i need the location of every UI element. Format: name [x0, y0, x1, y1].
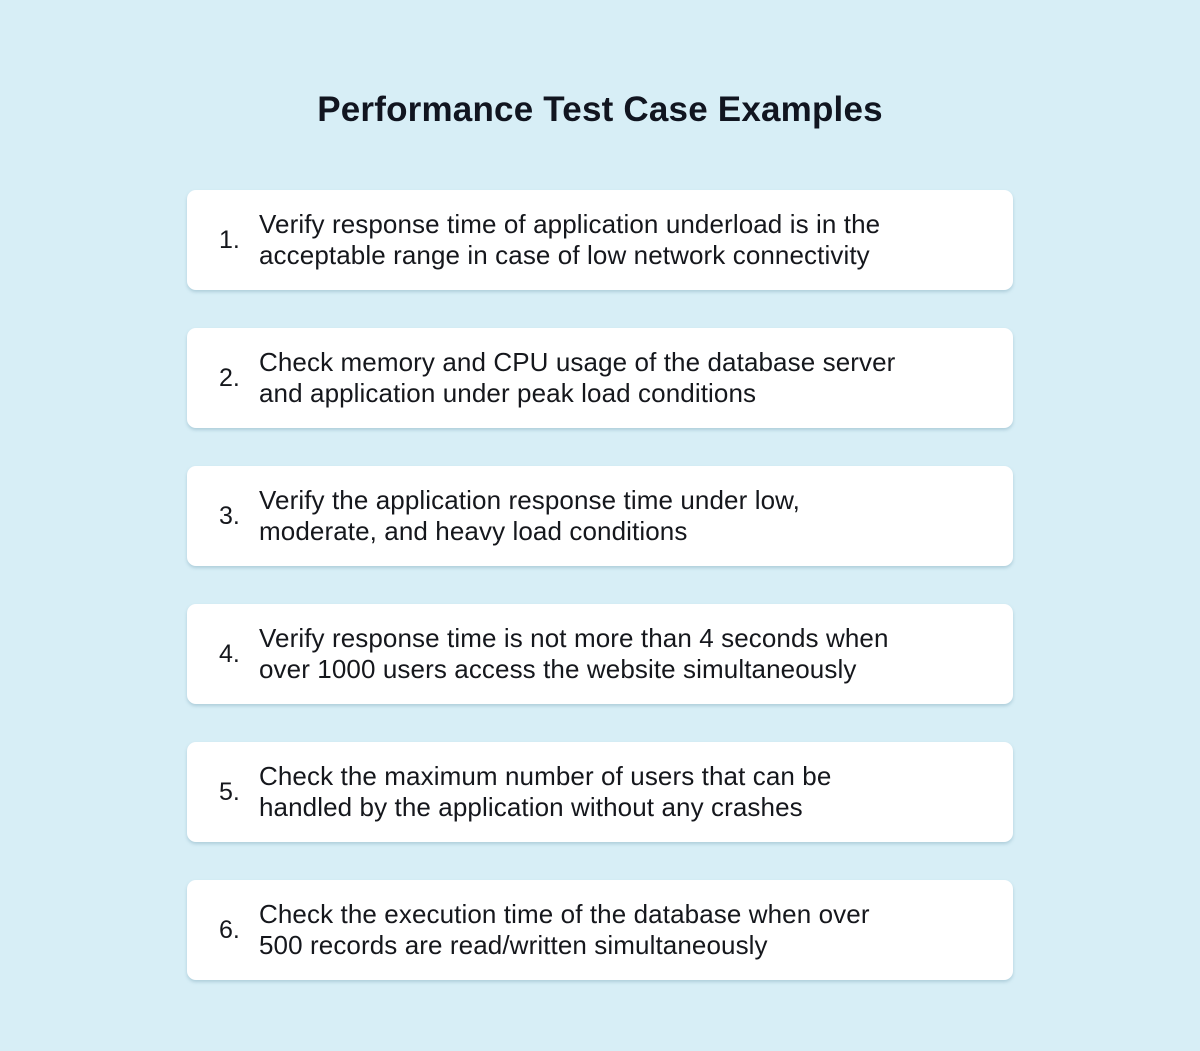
- test-case-card-1: 1. Verify response time of application u…: [187, 190, 1013, 290]
- item-number: 2.: [219, 363, 240, 392]
- test-case-list: 1. Verify response time of application u…: [187, 190, 1013, 980]
- item-text-line: over 1000 users access the website simul…: [259, 654, 857, 684]
- item-text: Check memory and CPU usage of the databa…: [259, 347, 895, 409]
- item-text-line: and application under peak load conditio…: [259, 378, 757, 408]
- test-case-card-6: 6. Check the execution time of the datab…: [187, 880, 1013, 980]
- page-title: Performance Test Case Examples: [317, 90, 883, 129]
- item-text: Verify response time is not more than 4 …: [259, 623, 889, 685]
- item-text-line: acceptable range in case of low network …: [259, 240, 870, 270]
- item-text-line: Verify response time is not more than 4 …: [259, 623, 889, 653]
- item-text-line: Check the maximum number of users that c…: [259, 761, 832, 791]
- item-number: 5.: [219, 777, 240, 806]
- item-text-line: moderate, and heavy load conditions: [259, 516, 688, 546]
- item-text-line: handled by the application without any c…: [259, 792, 803, 822]
- item-number: 1.: [219, 225, 240, 254]
- item-text-line: Verify response time of application unde…: [259, 209, 881, 239]
- item-text-line: Verify the application response time und…: [259, 485, 800, 515]
- item-text: Verify response time of application unde…: [259, 209, 880, 271]
- test-case-card-4: 4. Verify response time is not more than…: [187, 604, 1013, 704]
- test-case-card-5: 5. Check the maximum number of users tha…: [187, 742, 1013, 842]
- item-text: Check the maximum number of users that c…: [259, 761, 831, 823]
- item-text: Check the execution time of the database…: [259, 899, 870, 961]
- item-text-line: 500 records are read/written simultaneou…: [259, 930, 768, 960]
- item-text: Verify the application response time und…: [259, 485, 800, 547]
- item-text-line: Check the execution time of the database…: [259, 899, 870, 929]
- item-number: 6.: [219, 915, 240, 944]
- test-case-card-3: 3. Verify the application response time …: [187, 466, 1013, 566]
- item-number: 3.: [219, 501, 240, 530]
- test-case-card-2: 2. Check memory and CPU usage of the dat…: [187, 328, 1013, 428]
- item-number: 4.: [219, 639, 240, 668]
- item-text-line: Check memory and CPU usage of the databa…: [259, 347, 896, 377]
